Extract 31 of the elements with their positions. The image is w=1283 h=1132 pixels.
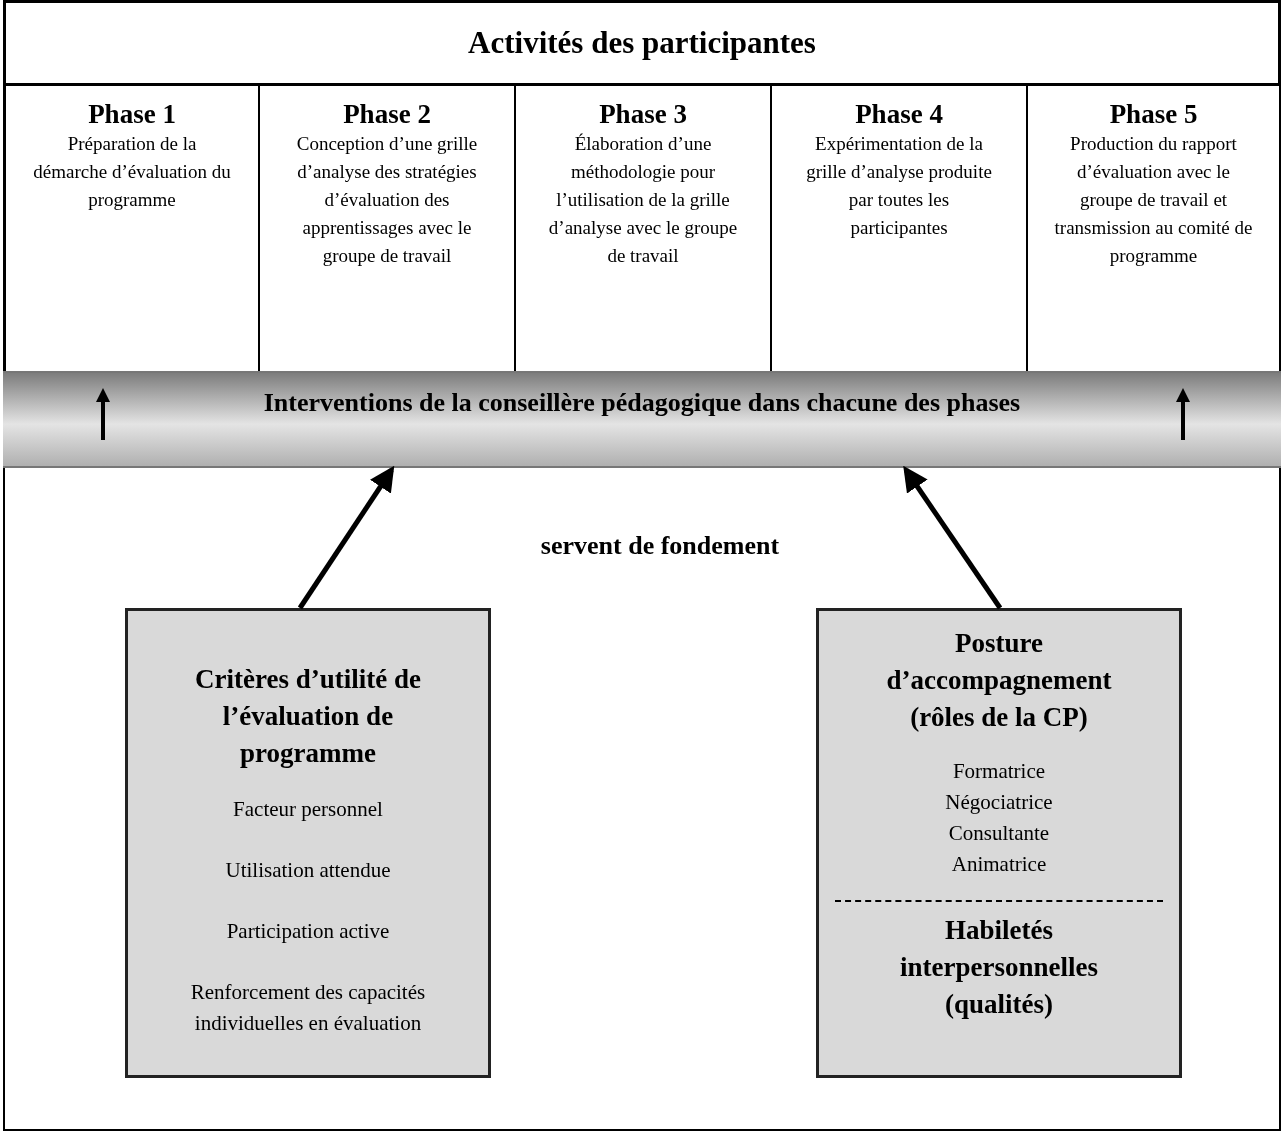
phase-heading: Phase 3 [599, 98, 687, 130]
role-text: Négociatrice [945, 789, 1053, 816]
phase-description: Préparation de la démarche d’évaluation du programme [32, 132, 232, 212]
phase-description: Élaboration d’une méthodologie pour l’utilisation de la grille d’analyse avec le groupe de travail [547, 132, 739, 268]
box-heading: Posture d’accompagnement (rôles de la CP) [885, 627, 1113, 734]
phase-box [3, 86, 260, 371]
connector-caption: servent de fondement [540, 529, 780, 562]
criterion-text: Utilisation attendue [225, 857, 391, 884]
role-text: Formatrice [952, 758, 1046, 785]
box-heading: Critères d’utilité de l’évaluation de programme [194, 663, 422, 770]
phase-description: Expérimentation de la grille d’analyse produite par toutes les participantes [805, 132, 993, 240]
box-heading: Habiletés interpersonnelles (qualités) [899, 914, 1099, 1021]
phase-heading: Phase 5 [1109, 98, 1198, 130]
criterion-text: Participation active [226, 918, 390, 945]
criterion-text: Renforcement des capacités individuelles en évaluation [189, 979, 427, 1037]
role-text: Animatrice [951, 851, 1047, 878]
header-box [3, 0, 1281, 86]
concept-box [816, 608, 1182, 1078]
phase-heading: Phase 2 [343, 98, 431, 130]
arrow [903, 465, 1003, 610]
criterion-text: Facteur personnel [233, 796, 383, 823]
phase-description: Production du rapport d’évaluation avec le groupe de travail et transmission au comité de programme [1053, 132, 1254, 268]
arrow [297, 465, 395, 610]
phase-heading: Phase 1 [88, 98, 176, 130]
title-text: Activités des participantes [468, 23, 816, 62]
band-heading: Interventions de la conseillère pédagogique dans chacune des phases [263, 387, 1021, 419]
role-text: Consultante [948, 820, 1050, 847]
phase-heading: Phase 4 [855, 98, 943, 130]
concept-box [125, 608, 491, 1078]
interventions-band [3, 371, 1281, 468]
phase-description: Conception d’une grille d’analyse des stratégies d’évaluation des apprentissages avec le groupe de travail [295, 132, 479, 268]
